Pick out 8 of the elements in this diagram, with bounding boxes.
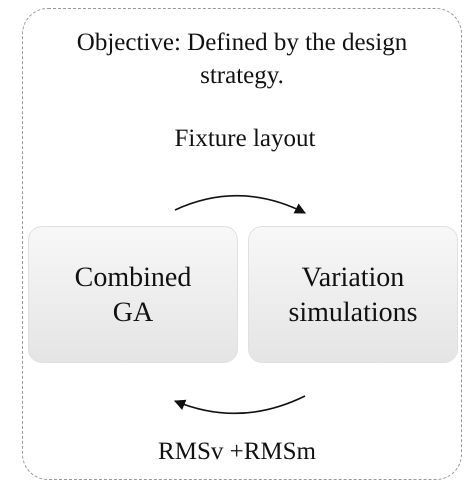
- curved-arrow: [174, 395, 306, 414]
- box-label: Variation simulations: [287, 260, 419, 330]
- box-label: Combined GA: [74, 260, 192, 330]
- process-box: [248, 226, 458, 363]
- process-box: [28, 226, 238, 363]
- curved-arrow: [174, 194, 306, 214]
- heading-text: Objective: Defined by the design strategy.: [76, 28, 408, 90]
- dashed-container: [22, 8, 462, 480]
